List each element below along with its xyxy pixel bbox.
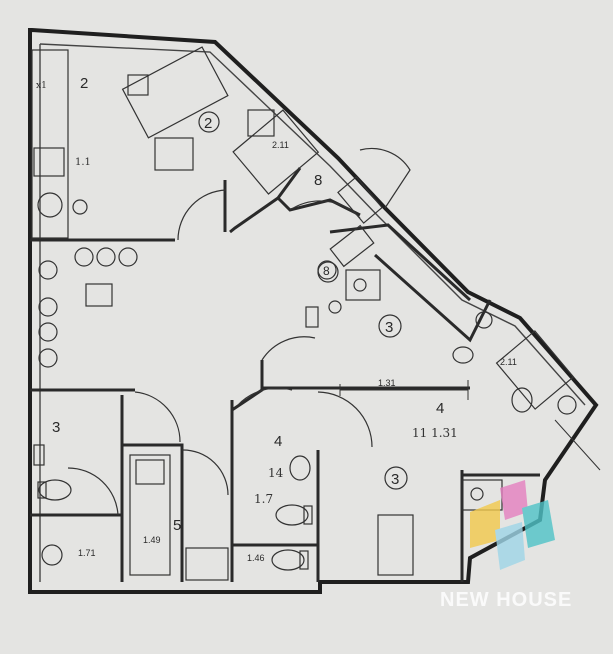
room-number: 5 — [173, 517, 181, 534]
handwritten-note: 14 — [268, 466, 284, 480]
dimension-line-diagonal — [554, 419, 601, 471]
handwritten-note: 11 1.31 — [412, 426, 458, 440]
watermark-text: NEW HOUSE — [440, 589, 572, 611]
room-number-circle — [384, 466, 408, 490]
room-number: 3 — [52, 419, 60, 436]
watermark-logo — [470, 480, 555, 570]
room-number-circle — [198, 111, 220, 133]
room-number: 2 — [204, 115, 212, 132]
room-number-circle — [317, 260, 337, 280]
dimension-label: 1.71 — [78, 548, 96, 558]
room-number: 2 — [80, 75, 88, 92]
room-number: 3 — [385, 319, 393, 336]
dimension-line-131 — [339, 380, 469, 400]
room-number: 8 — [314, 172, 322, 189]
dimension-label: 1.31 — [378, 378, 396, 388]
room-number: 4 — [436, 400, 444, 417]
room-number: 3 — [391, 471, 399, 488]
handwritten-note: x1 — [36, 81, 47, 91]
interior-walls — [30, 167, 540, 582]
handwritten-note: 1.7 — [254, 492, 273, 506]
room-number: 8 — [323, 264, 330, 278]
room-number: 4 — [274, 433, 282, 450]
handwritten-note: 1.1 — [75, 157, 91, 168]
door-swings — [67, 147, 411, 516]
room-number-circle — [378, 314, 402, 338]
dimension-label: 2.11 — [272, 140, 289, 150]
dimension-label: 1.46 — [247, 553, 265, 563]
dimension-label: 1.49 — [143, 535, 161, 545]
dimension-label: 2.11 — [500, 357, 517, 367]
furniture — [31, 46, 577, 581]
